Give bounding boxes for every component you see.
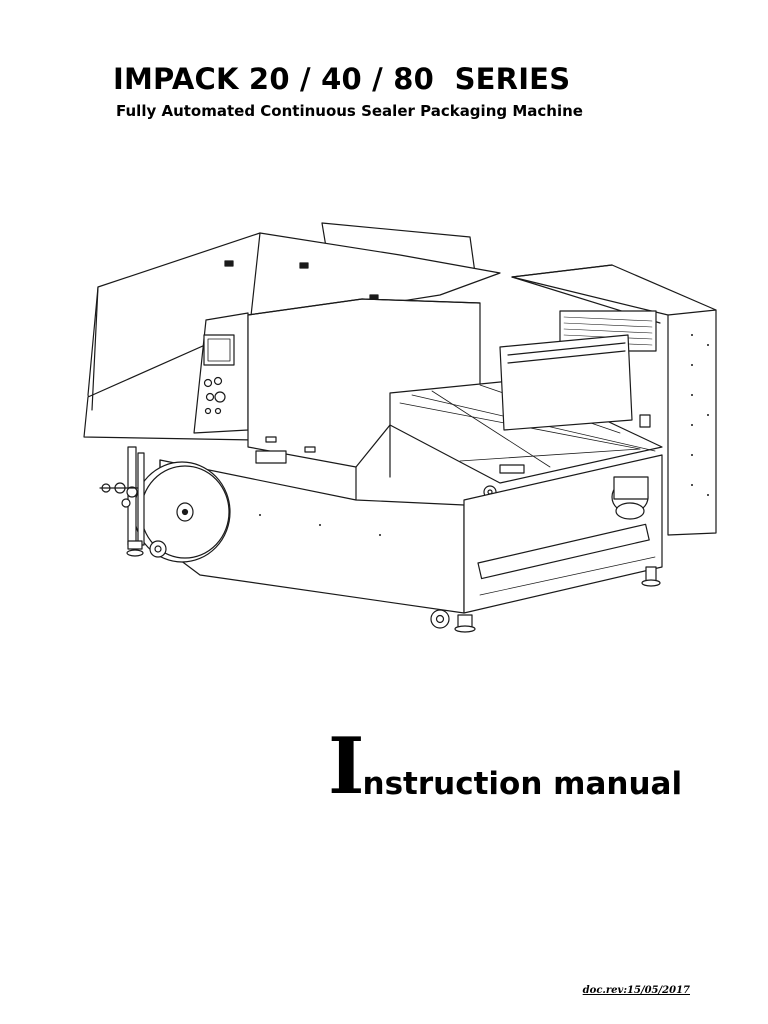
manual-heading: Instruction manual <box>328 728 684 806</box>
manual-heading-drop-cap: I <box>328 721 365 812</box>
base-cabinet <box>159 454 663 614</box>
film-reel <box>133 461 231 563</box>
control-panel <box>193 312 249 434</box>
side-sealing-bar <box>499 334 651 431</box>
document-subtitle: Fully Automated Continuous Sealer Packag… <box>116 102 583 120</box>
casters <box>126 540 661 633</box>
motor <box>611 476 649 520</box>
document-title: IMPACK 20 / 40 / 80 SERIES <box>113 62 571 96</box>
machine-illustration <box>83 222 717 633</box>
document-revision: doc.rev:15/05/2017 <box>582 985 690 996</box>
rivets <box>259 334 709 536</box>
sealing-hood <box>247 298 481 501</box>
manual-heading-rest: nstruction manual <box>362 766 683 802</box>
